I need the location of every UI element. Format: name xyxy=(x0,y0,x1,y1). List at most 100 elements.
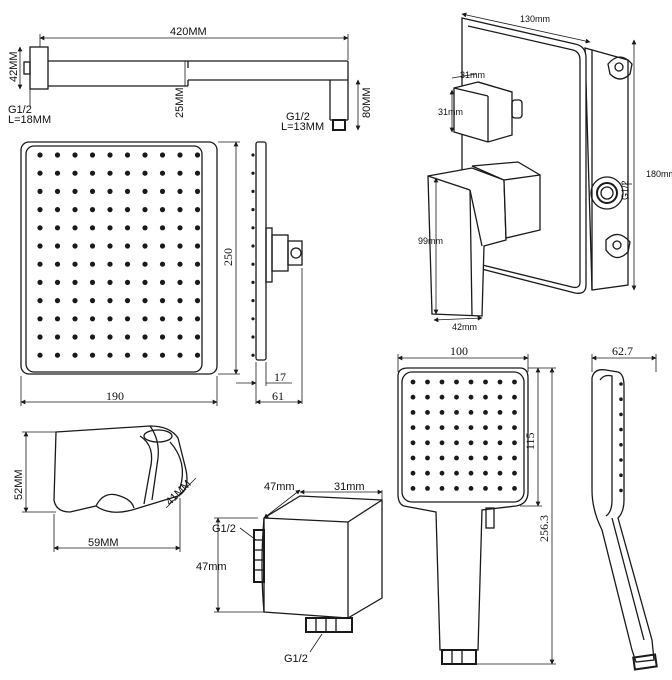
nozzle xyxy=(142,243,148,249)
elbow-w2-label: 31mm xyxy=(334,481,365,493)
nozzle xyxy=(54,225,61,231)
valve-plate-height-label: 180mm xyxy=(646,169,672,179)
nozzle xyxy=(410,425,416,430)
nozzle xyxy=(512,455,517,461)
shower-head-front-drawing: 190 250 xyxy=(20,141,240,406)
nozzle xyxy=(37,352,43,358)
elbow-inlet-thread-label: G1/2 xyxy=(212,523,236,535)
nozzle xyxy=(512,410,517,415)
nozzle xyxy=(410,486,416,491)
nozzle xyxy=(251,262,255,266)
nozzle xyxy=(89,170,96,176)
nozzle xyxy=(159,188,166,194)
valve-back-box xyxy=(584,47,629,291)
nozzle xyxy=(468,394,474,400)
head-total-depth-label: 61 xyxy=(272,389,284,403)
nozzle xyxy=(454,410,459,415)
nozzle xyxy=(439,470,445,476)
nozzle xyxy=(124,316,131,322)
nozzle xyxy=(159,334,166,340)
nozzle xyxy=(37,298,43,304)
nozzle xyxy=(142,152,148,158)
nozzle xyxy=(72,170,78,176)
nozzle xyxy=(89,298,96,304)
nozzle xyxy=(159,298,166,304)
nozzle xyxy=(468,470,474,476)
nozzle xyxy=(425,410,430,415)
nozzle xyxy=(37,207,43,213)
nozzle xyxy=(497,455,503,461)
nozzle xyxy=(72,298,78,304)
shower-head-side-drawing: 17 61 xyxy=(236,141,303,405)
nozzle xyxy=(177,298,183,304)
nozzle xyxy=(251,153,255,157)
nozzle xyxy=(54,243,61,249)
nozzle xyxy=(194,225,201,231)
nozzle xyxy=(142,298,148,304)
nozzle xyxy=(468,379,474,385)
nozzle xyxy=(159,279,166,285)
head-depth-label: 17 xyxy=(274,370,286,384)
nozzle xyxy=(159,207,166,213)
holder-height-label: 52MM xyxy=(13,469,25,500)
nozzle xyxy=(483,470,488,476)
nozzle xyxy=(159,152,166,158)
nozzle xyxy=(439,440,445,446)
nozzle xyxy=(410,394,416,400)
nozzle xyxy=(72,261,78,267)
nozzle xyxy=(37,152,43,158)
nozzle xyxy=(89,352,96,358)
nozzle xyxy=(177,334,183,340)
nozzle xyxy=(177,243,183,249)
head-side-mount xyxy=(265,227,273,283)
nozzle xyxy=(512,394,517,400)
valve-knob-width-label: 31mm xyxy=(460,70,485,80)
hand-shower-front-drawing: 100 115 256.3 xyxy=(397,344,556,665)
shower-arm-drawing: 420MM 42MM 25MM 80MM G1/2 L=18MM G1/2 L=… xyxy=(8,26,373,133)
nozzle xyxy=(619,412,623,417)
nozzle xyxy=(142,334,148,340)
nozzle xyxy=(425,455,430,461)
valve-handle-height-label: 99mm xyxy=(418,236,443,246)
nozzle xyxy=(89,225,96,231)
nozzle xyxy=(124,188,131,194)
nozzle xyxy=(512,486,517,491)
nozzle xyxy=(124,279,131,285)
nozzle xyxy=(194,352,201,358)
nozzle xyxy=(439,410,445,415)
arm-outlet-thread xyxy=(332,119,346,131)
nozzle xyxy=(177,352,183,358)
nozzle xyxy=(142,188,148,194)
nozzle xyxy=(194,279,201,285)
nozzle xyxy=(497,470,503,476)
nozzle xyxy=(54,152,61,158)
nozzle xyxy=(619,382,623,386)
nozzle xyxy=(483,410,488,415)
hand-shower-face xyxy=(401,371,525,503)
nozzle xyxy=(72,352,78,358)
nozzle xyxy=(410,470,416,476)
nozzle xyxy=(72,243,78,249)
arm-drop-label: 80MM xyxy=(361,87,373,118)
nozzle xyxy=(439,455,445,461)
nozzle xyxy=(177,188,183,194)
nozzle xyxy=(251,171,255,175)
valve-outlet xyxy=(590,176,624,210)
nozzle xyxy=(251,226,255,230)
nozzle xyxy=(107,243,113,249)
nozzle xyxy=(468,440,474,446)
nozzle xyxy=(142,225,148,231)
nozzle xyxy=(107,334,113,340)
nozzle xyxy=(425,425,430,430)
nozzle xyxy=(177,316,183,322)
nozzle xyxy=(194,188,201,194)
nozzle xyxy=(497,440,503,446)
nozzle xyxy=(454,486,459,491)
nozzle xyxy=(124,334,131,340)
head-inner xyxy=(25,145,203,373)
nozzle xyxy=(619,443,623,447)
nozzle xyxy=(251,280,255,284)
nozzle xyxy=(107,188,113,194)
nozzle xyxy=(439,425,445,430)
